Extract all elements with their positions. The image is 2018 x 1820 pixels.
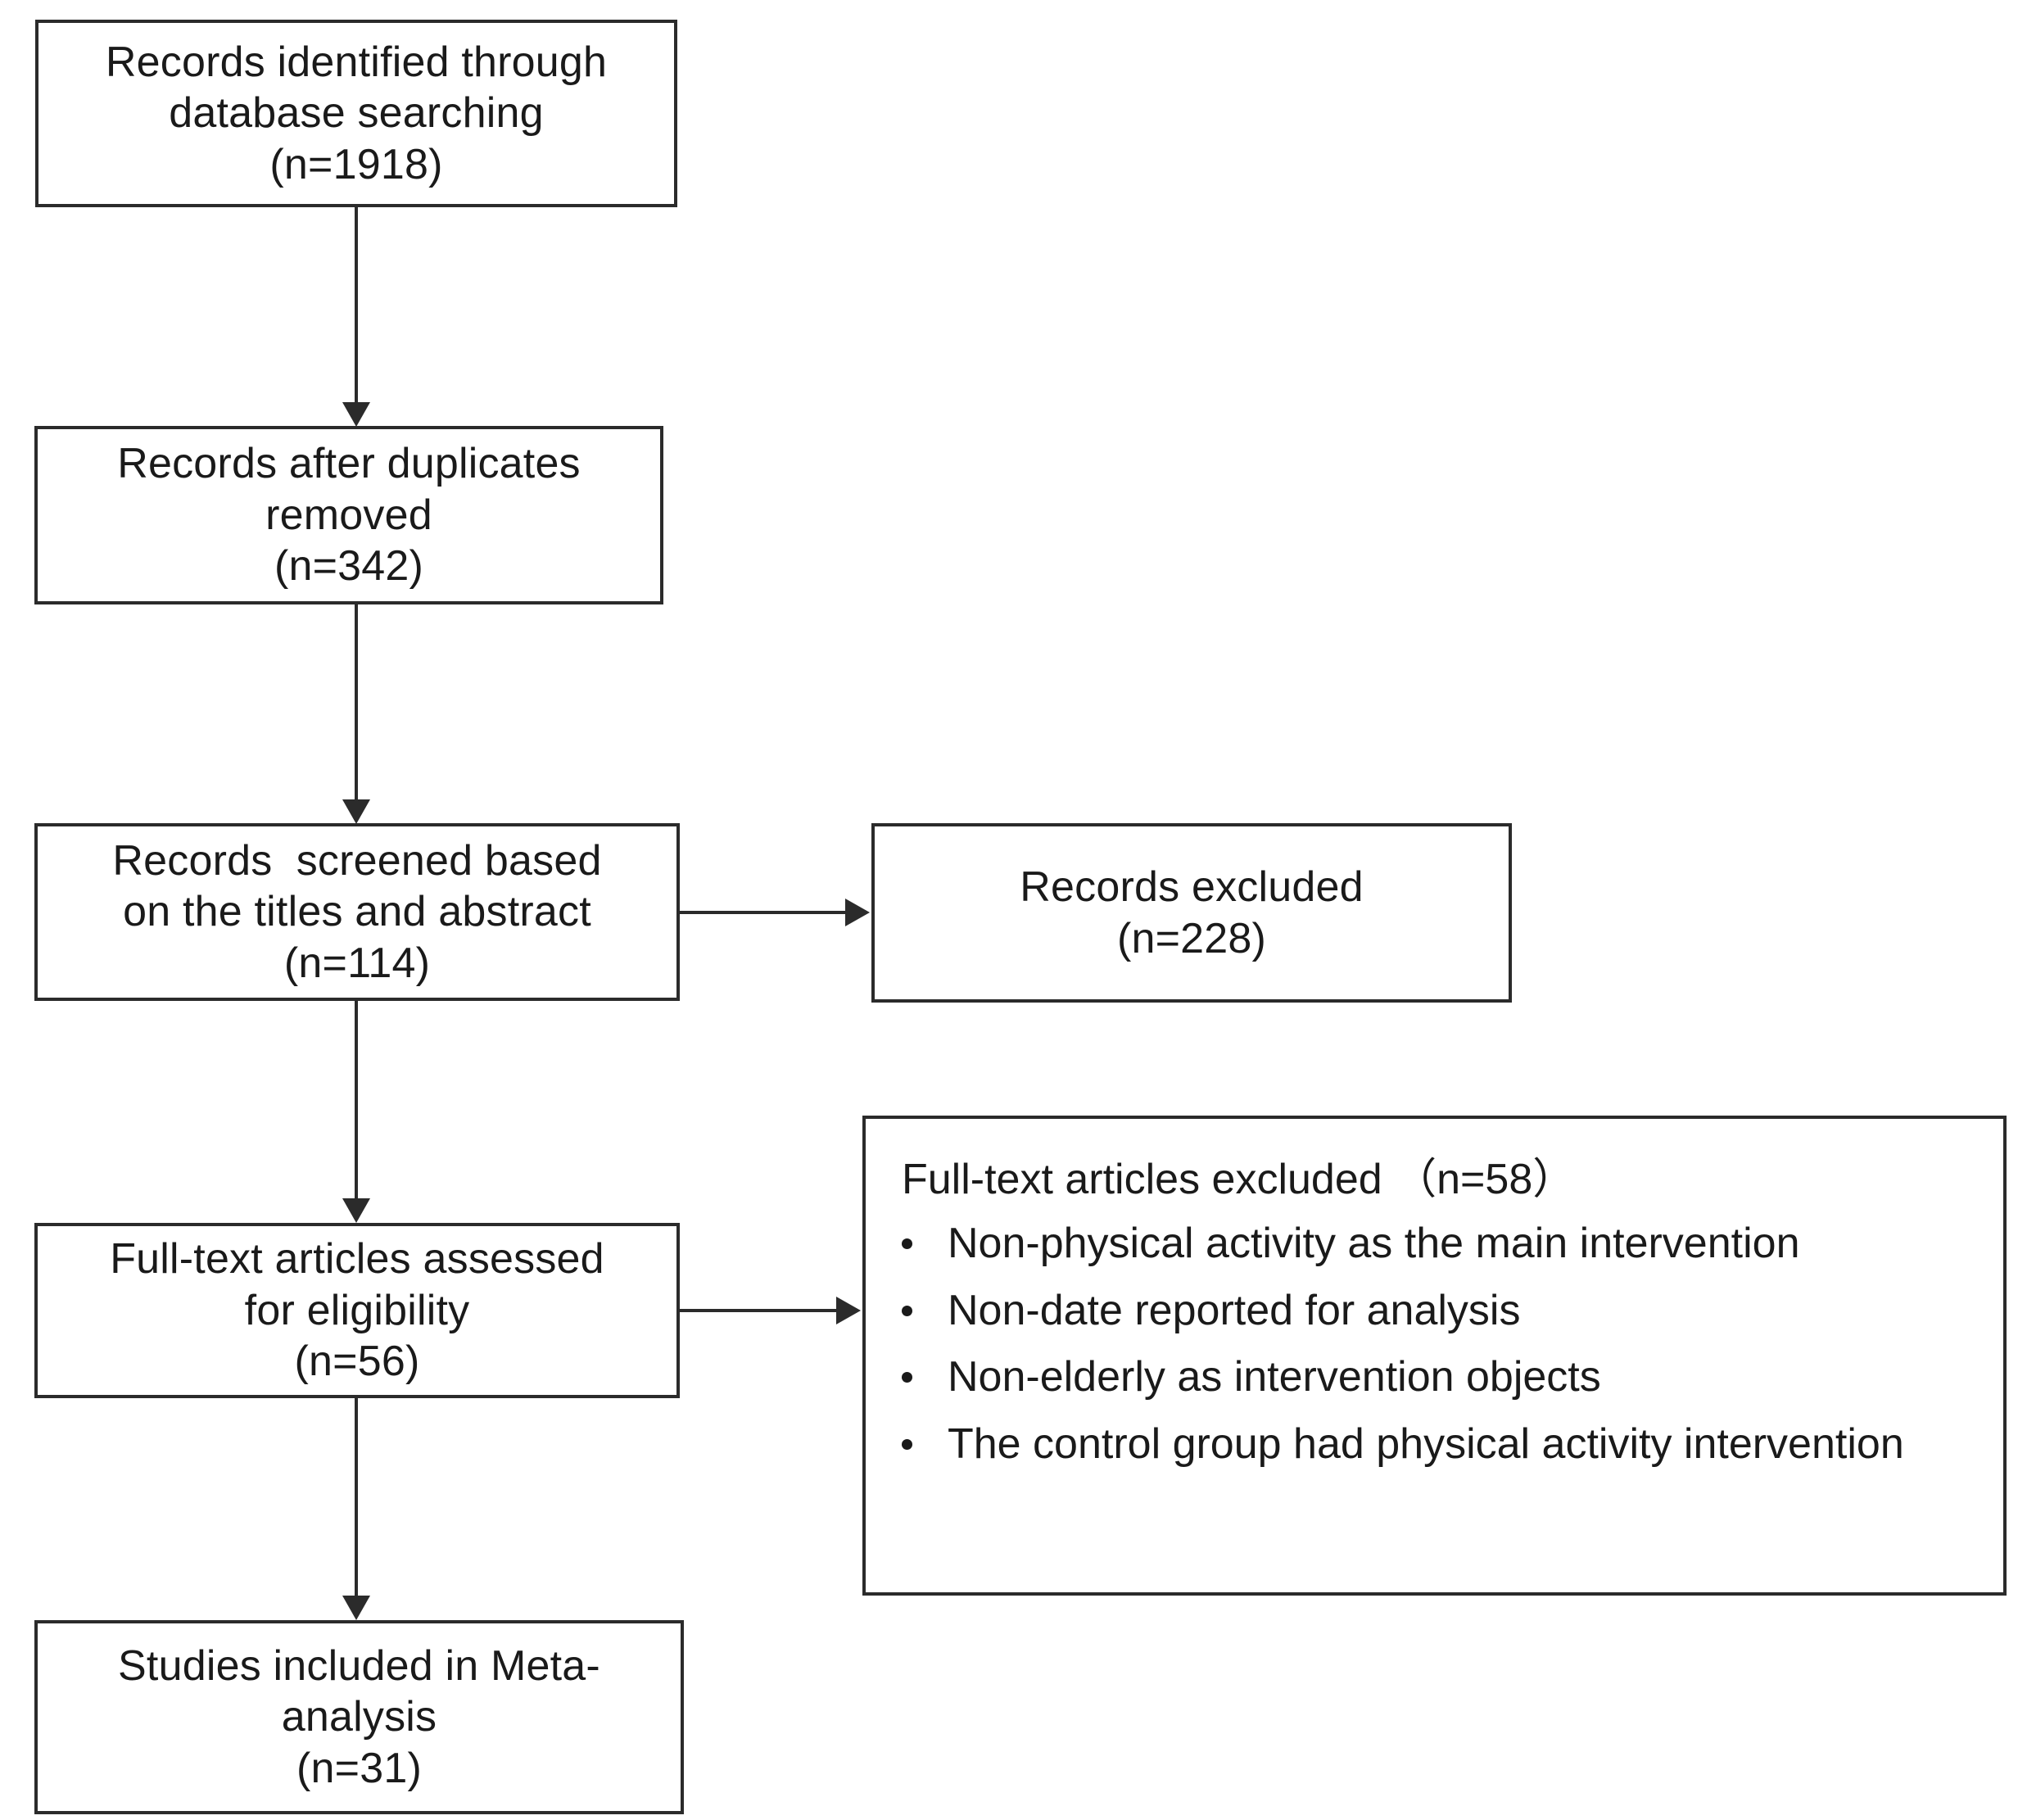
node-fulltext-excluded: Full-text articles excluded （n=58） Non-p… <box>862 1116 2007 1596</box>
node-records-identified-count: (n=1918) <box>269 140 443 188</box>
node-records-identified-line-1: Records identified through <box>105 38 608 86</box>
list-item: Non-date reported for analysis <box>894 1285 1904 1337</box>
connector-identified-to-duplicates <box>355 207 358 404</box>
node-duplicates-removed: Records after duplicates removed (n=342) <box>34 426 663 604</box>
node-duplicates-removed-line-1: Records after duplicates <box>117 440 581 488</box>
node-fulltext-excluded-title: Full-text articles excluded （n=58） <box>902 1156 1576 1203</box>
node-records-excluded-count: (n=228) <box>1116 914 1267 962</box>
arrow-down-icon <box>342 1198 370 1223</box>
node-studies-included-line-2: analysis <box>281 1693 437 1741</box>
node-records-identified: Records identified through database sear… <box>35 20 677 207</box>
fulltext-exclusion-reason-list: Non-physical activity as the main interv… <box>894 1218 1904 1485</box>
node-studies-included: Studies included in Meta- analysis (n=31… <box>34 1620 684 1814</box>
arrow-down-icon <box>342 1596 370 1620</box>
bullet-icon <box>902 1305 912 1316</box>
arrow-right-icon <box>845 899 870 926</box>
node-studies-included-line-1: Studies included in Meta- <box>118 1641 600 1690</box>
list-item: Non-physical activity as the main interv… <box>894 1218 1904 1270</box>
connector-screened-to-fulltext <box>355 1001 358 1200</box>
node-records-excluded-line-1: Records excluded <box>1020 863 1364 912</box>
connector-duplicates-to-screened <box>355 604 358 801</box>
node-duplicates-removed-line-2: removed <box>265 491 432 539</box>
bullet-icon <box>902 1438 912 1450</box>
list-item-label: The control group had physical activity … <box>948 1419 1904 1468</box>
connector-fulltext-to-fulltext-excluded <box>680 1309 838 1312</box>
arrow-right-icon <box>836 1297 861 1324</box>
node-duplicates-removed-count: (n=342) <box>274 542 424 591</box>
node-fulltext-assessed-count: (n=56) <box>294 1338 420 1386</box>
node-records-screened-line-1: Records screened based <box>112 836 602 885</box>
node-records-identified-line-2: database searching <box>169 89 544 138</box>
node-records-screened-count: (n=114) <box>283 939 431 987</box>
node-records-excluded: Records excluded (n=228) <box>871 823 1512 1003</box>
node-fulltext-assessed: Full-text articles assessed for eligibil… <box>34 1223 680 1398</box>
bullet-icon <box>902 1372 912 1383</box>
node-records-screened: Records screened based on the titles and… <box>34 823 680 1001</box>
connector-screened-to-records-excluded <box>680 911 847 914</box>
bullet-icon <box>902 1238 912 1250</box>
node-records-screened-line-2: on the titles and abstract <box>123 888 591 936</box>
connector-fulltext-to-included <box>355 1398 358 1597</box>
list-item-label: Non-date reported for analysis <box>948 1286 1521 1334</box>
node-studies-included-count: (n=31) <box>296 1744 422 1792</box>
list-item: The control group had physical activity … <box>894 1419 1904 1470</box>
list-item-label: Non-elderly as intervention objects <box>948 1353 1601 1401</box>
list-item: Non-elderly as intervention objects <box>894 1351 1904 1403</box>
list-item-label: Non-physical activity as the main interv… <box>948 1220 1800 1268</box>
arrow-down-icon <box>342 799 370 824</box>
node-fulltext-assessed-line-1: Full-text articles assessed <box>110 1235 604 1284</box>
arrow-down-icon <box>342 402 370 427</box>
node-fulltext-assessed-line-2: for eligibility <box>244 1286 470 1334</box>
